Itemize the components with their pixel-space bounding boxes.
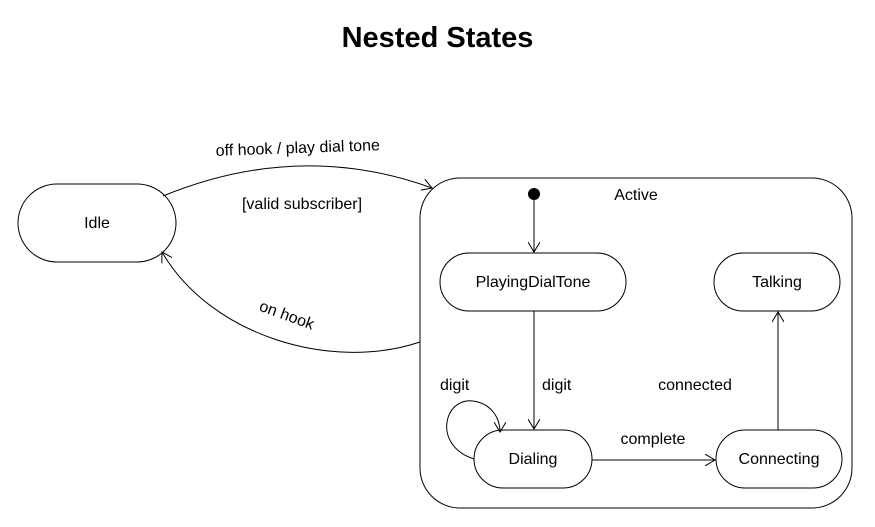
state-idle-label: Idle: [84, 215, 110, 232]
state-talking-label: Talking: [752, 274, 802, 291]
state-idle: Idle: [17, 183, 177, 263]
transition-guard-label: [valid subscriber]: [242, 196, 362, 213]
transition-off-hook: [162, 165, 432, 197]
state-connecting: Connecting: [715, 429, 843, 489]
transition-on-hook: [162, 252, 421, 353]
state-dialing: Dialing: [473, 429, 593, 489]
initial-state-dot: [528, 188, 540, 200]
transition-off-hook-label: off hook / play dial tone: [215, 137, 380, 160]
transition-connected-label: connected: [658, 377, 732, 394]
transition-digit-self: [446, 400, 500, 460]
state-active: Active: [419, 177, 853, 509]
diagram-title: Nested States: [341, 22, 534, 54]
transition-on-hook-label: on hook: [257, 298, 317, 334]
transition-digit-self-label: digit: [440, 377, 470, 394]
state-active-label: Active: [614, 187, 658, 204]
state-playing-dial-tone-label: PlayingDialTone: [476, 274, 591, 291]
state-connecting-label: Connecting: [739, 451, 820, 468]
state-playing-dial-tone: PlayingDialTone: [439, 252, 627, 312]
transition-digit-label: digit: [542, 377, 572, 394]
transition-complete-label: complete: [621, 431, 686, 448]
state-talking: Talking: [713, 252, 841, 312]
state-dialing-label: Dialing: [509, 451, 558, 468]
